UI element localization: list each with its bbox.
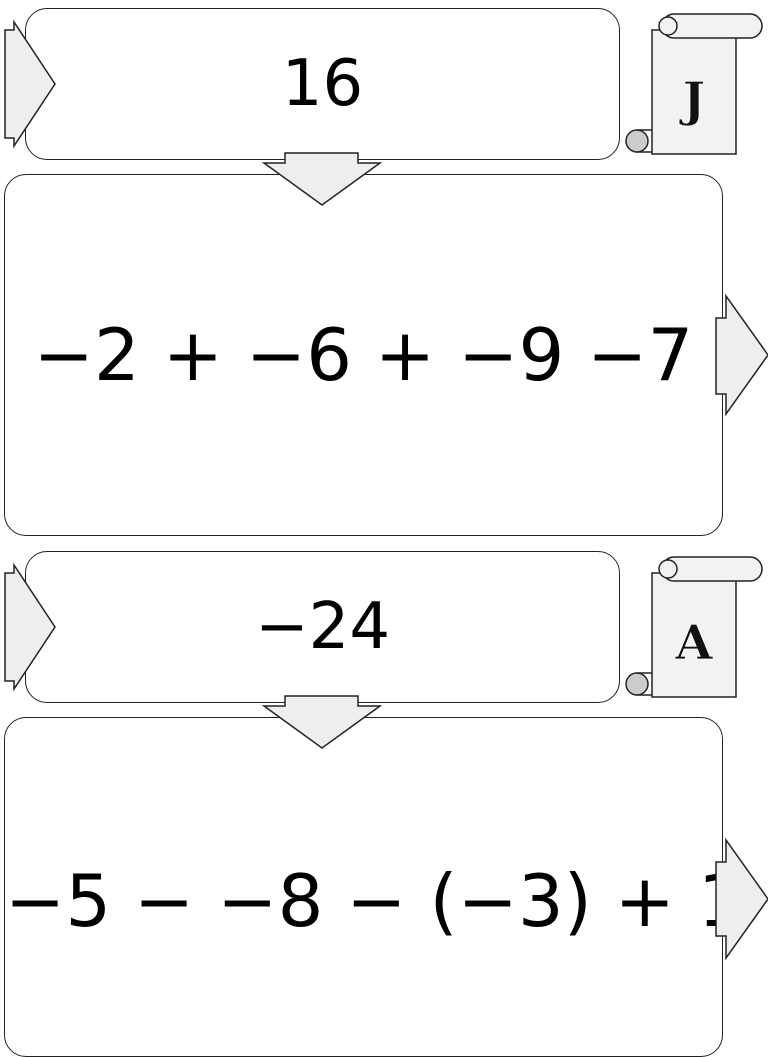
- scroll-letter-1: J: [679, 72, 706, 128]
- answer-value-2: −24: [254, 590, 391, 664]
- question-box-1: −2 + −6 + −9 −7: [4, 174, 723, 536]
- question-expression-2: −5 − −8 − (−3) + 1: [5, 859, 744, 943]
- arrow-right-icon: [715, 293, 768, 417]
- answer-box-2: −24: [25, 551, 620, 703]
- scroll-icon: A: [625, 556, 763, 698]
- answer-value-1: 16: [281, 47, 364, 121]
- question-box-2: −5 − −8 − (−3) + 1: [4, 717, 744, 1057]
- scroll-letter-2: A: [674, 615, 713, 671]
- scroll-icon: J: [625, 13, 763, 155]
- question-expression-1: −2 + −6 + −9 −7: [33, 313, 694, 397]
- answer-box-1: 16: [25, 8, 620, 160]
